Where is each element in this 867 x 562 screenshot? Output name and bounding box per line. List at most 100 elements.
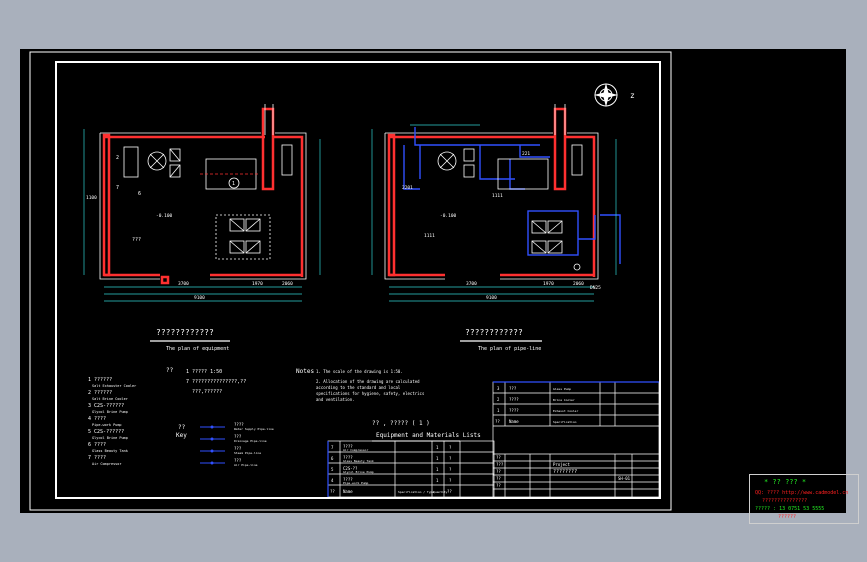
- key-subtitle: Key: [176, 432, 187, 439]
- key-title: ??: [178, 424, 186, 431]
- title-block: 3 ??? Glass Pump 2 ???? Brine Cooler 1 ?…: [492, 381, 660, 498]
- legend-item-5: 5 C2S-??????: [88, 429, 124, 435]
- equipment-table-title: Equipment and Materials Lists: [376, 432, 481, 439]
- eq-row-3-num: 5: [331, 467, 334, 472]
- equipment-legend: 1 ?????? Salt Exhauster Cooler 2 ?????? …: [88, 367, 274, 467]
- eq-row-2-name: ????: [343, 455, 353, 460]
- scale-label: ??: [166, 367, 174, 374]
- right-dim-2: 1970: [543, 281, 554, 287]
- legend-item-7-sub: Air Compressor: [92, 462, 122, 466]
- tb-row-2-name: ????: [509, 397, 519, 402]
- legend-item-7: 7 ????: [88, 455, 106, 461]
- tb-row-1-spec: Glass Pump: [553, 387, 571, 391]
- eq-row-4-qty: 1: [436, 478, 439, 483]
- tb-row-2-num: 2: [497, 397, 500, 402]
- watermark-line-2: QQ: ???? http://www.cadmodel.cn: [755, 490, 848, 496]
- left-dim-2: 1970: [252, 281, 263, 287]
- watermark-line-3: ???????????????: [762, 498, 807, 504]
- eq-header-spec: Specification / Type: [398, 490, 434, 494]
- north-arrow-icon: z: [594, 83, 635, 107]
- left-plan-walls: [102, 107, 304, 285]
- pipe-lines: [403, 127, 621, 264]
- key-item-3: ???: [234, 446, 242, 451]
- scale-line-3: ???,??????: [192, 389, 222, 395]
- legend-item-6: 6 ????: [88, 442, 106, 448]
- right-plan-title: ????????????: [465, 328, 523, 337]
- key-item-4-sub: Air Pipe-line: [234, 463, 258, 467]
- tb-stamp-5: ??: [496, 483, 501, 488]
- left-label-1: 1: [232, 181, 235, 187]
- right-dim-3: 2060: [573, 281, 584, 287]
- cad-drawing: z 3700 19: [29, 51, 672, 511]
- left-label-6: 6: [138, 191, 141, 197]
- right-plan-subtitle: The plan of pipe-line: [478, 346, 541, 352]
- north-arrow-label: z: [630, 91, 635, 100]
- right-elev: -0.100: [440, 213, 457, 219]
- eq-row-2-unit: ?: [449, 456, 452, 461]
- legend-item-2: 2 ??????: [88, 390, 112, 396]
- left-plan-subtitle: The plan of equipment: [166, 346, 229, 352]
- notes-title: Notes: [296, 368, 314, 375]
- notes-line-1: 1. The scale of the drawing is 1:50.: [316, 369, 403, 374]
- right-plan-walls: [387, 107, 596, 277]
- notes-line-2: 2. Allocation of the drawing are calcula…: [316, 379, 420, 384]
- left-dim-1: 3700: [178, 281, 189, 287]
- left-dim-left: 1100: [86, 195, 97, 201]
- tb-header-name: Name: [509, 419, 519, 424]
- eq-row-1-spec: Air Compressor: [343, 448, 368, 452]
- left-plan: 3700 1970 2060 9100 1100 -0.100 1 2: [83, 104, 321, 352]
- equipment-table: ?? , ????? ( 1 ) Equipment and Materials…: [327, 420, 495, 498]
- right-label-5: DN25: [590, 285, 601, 291]
- eq-row-3-qty: 1: [436, 467, 439, 472]
- watermark-line-5: ??????: [778, 514, 796, 520]
- tb-stamp-2: ???: [496, 462, 504, 467]
- key-list: ???? Water Supply Pipe-line ??? Drainage…: [200, 422, 274, 467]
- scale-line-2: 7 ???????????????,??: [186, 379, 246, 385]
- tb-row-3-name: ????: [509, 408, 519, 413]
- notes-line-3: according to the standard and local: [316, 385, 401, 390]
- eq-row-4-name: ????: [343, 477, 353, 482]
- tb-stamp-3: ??: [496, 469, 501, 474]
- key-item-2-sub: Drainage Pipe-line: [234, 439, 267, 443]
- key-item-3-sub: Steam Pipe-line: [234, 451, 261, 455]
- watermark-stamp: * ?? ??? * QQ: ???? http://www.cadmodel.…: [755, 478, 848, 520]
- scale-line-1: 1 ????? 1:50: [186, 369, 222, 375]
- tb-row-1-name: ???: [509, 386, 517, 391]
- tb-drawing-name: ????????: [553, 469, 577, 475]
- eq-row-4-num: 4: [331, 478, 334, 483]
- eq-row-2-spec: Glass Beauty Tank: [343, 459, 374, 463]
- eq-header-num: ??: [330, 489, 335, 494]
- watermark-line-1: * ?? ??? *: [764, 478, 806, 486]
- eq-row-4-spec: Pipe-work Pump: [343, 481, 368, 485]
- left-label-2: 2: [116, 155, 119, 161]
- notes-line-5: and ventilation.: [316, 397, 355, 402]
- tb-project: Project: [553, 462, 570, 467]
- eq-header-unit: ??: [447, 489, 452, 494]
- legend-item-2-sub: Salt Brine Cooler: [92, 397, 128, 401]
- tb-drawing-no: SH-01: [618, 476, 631, 481]
- key-item-2: ???: [234, 434, 242, 439]
- inner-sheet-frame: [55, 61, 661, 499]
- legend-item-4: 4 ????: [88, 416, 106, 422]
- legend-item-4-sub: Pipe-work Pump: [92, 423, 122, 427]
- key-item-4: ???: [234, 458, 242, 463]
- notes-line-4: specifications for hygiene, safety, elec…: [316, 391, 425, 396]
- legend-item-3-sub: Glycol Brine Pump: [92, 410, 128, 414]
- tb-stamp-4: ??: [496, 476, 501, 481]
- tb-row-3-num: 1: [497, 408, 500, 413]
- legend-item-1-sub: Salt Exhauster Cooler: [92, 384, 136, 388]
- eq-row-1-num: 7: [331, 445, 334, 450]
- left-plan-title: ????????????: [156, 328, 214, 337]
- tb-row-3-spec: Exhaust Cooler: [553, 409, 578, 413]
- eq-row-1-qty: 1: [436, 445, 439, 450]
- legend-item-3: 3 C2S-??????: [88, 403, 124, 409]
- tb-row-1-num: 3: [497, 386, 500, 391]
- key-item-1-sub: Water Supply Pipe-line: [234, 427, 274, 431]
- equipment-table-title-cn: ?? , ????? ( 1 ): [372, 420, 430, 427]
- right-plan: 3700 1970 2060 9100 -0.100 2201 1111 221…: [371, 104, 621, 352]
- eq-row-1-name: ????: [343, 444, 353, 449]
- right-label-1: 2201: [402, 185, 413, 191]
- drawing-viewport[interactable]: z 3700 19: [20, 49, 859, 524]
- tb-header-spec: Specification: [553, 420, 577, 424]
- left-label-room: ???: [132, 237, 141, 243]
